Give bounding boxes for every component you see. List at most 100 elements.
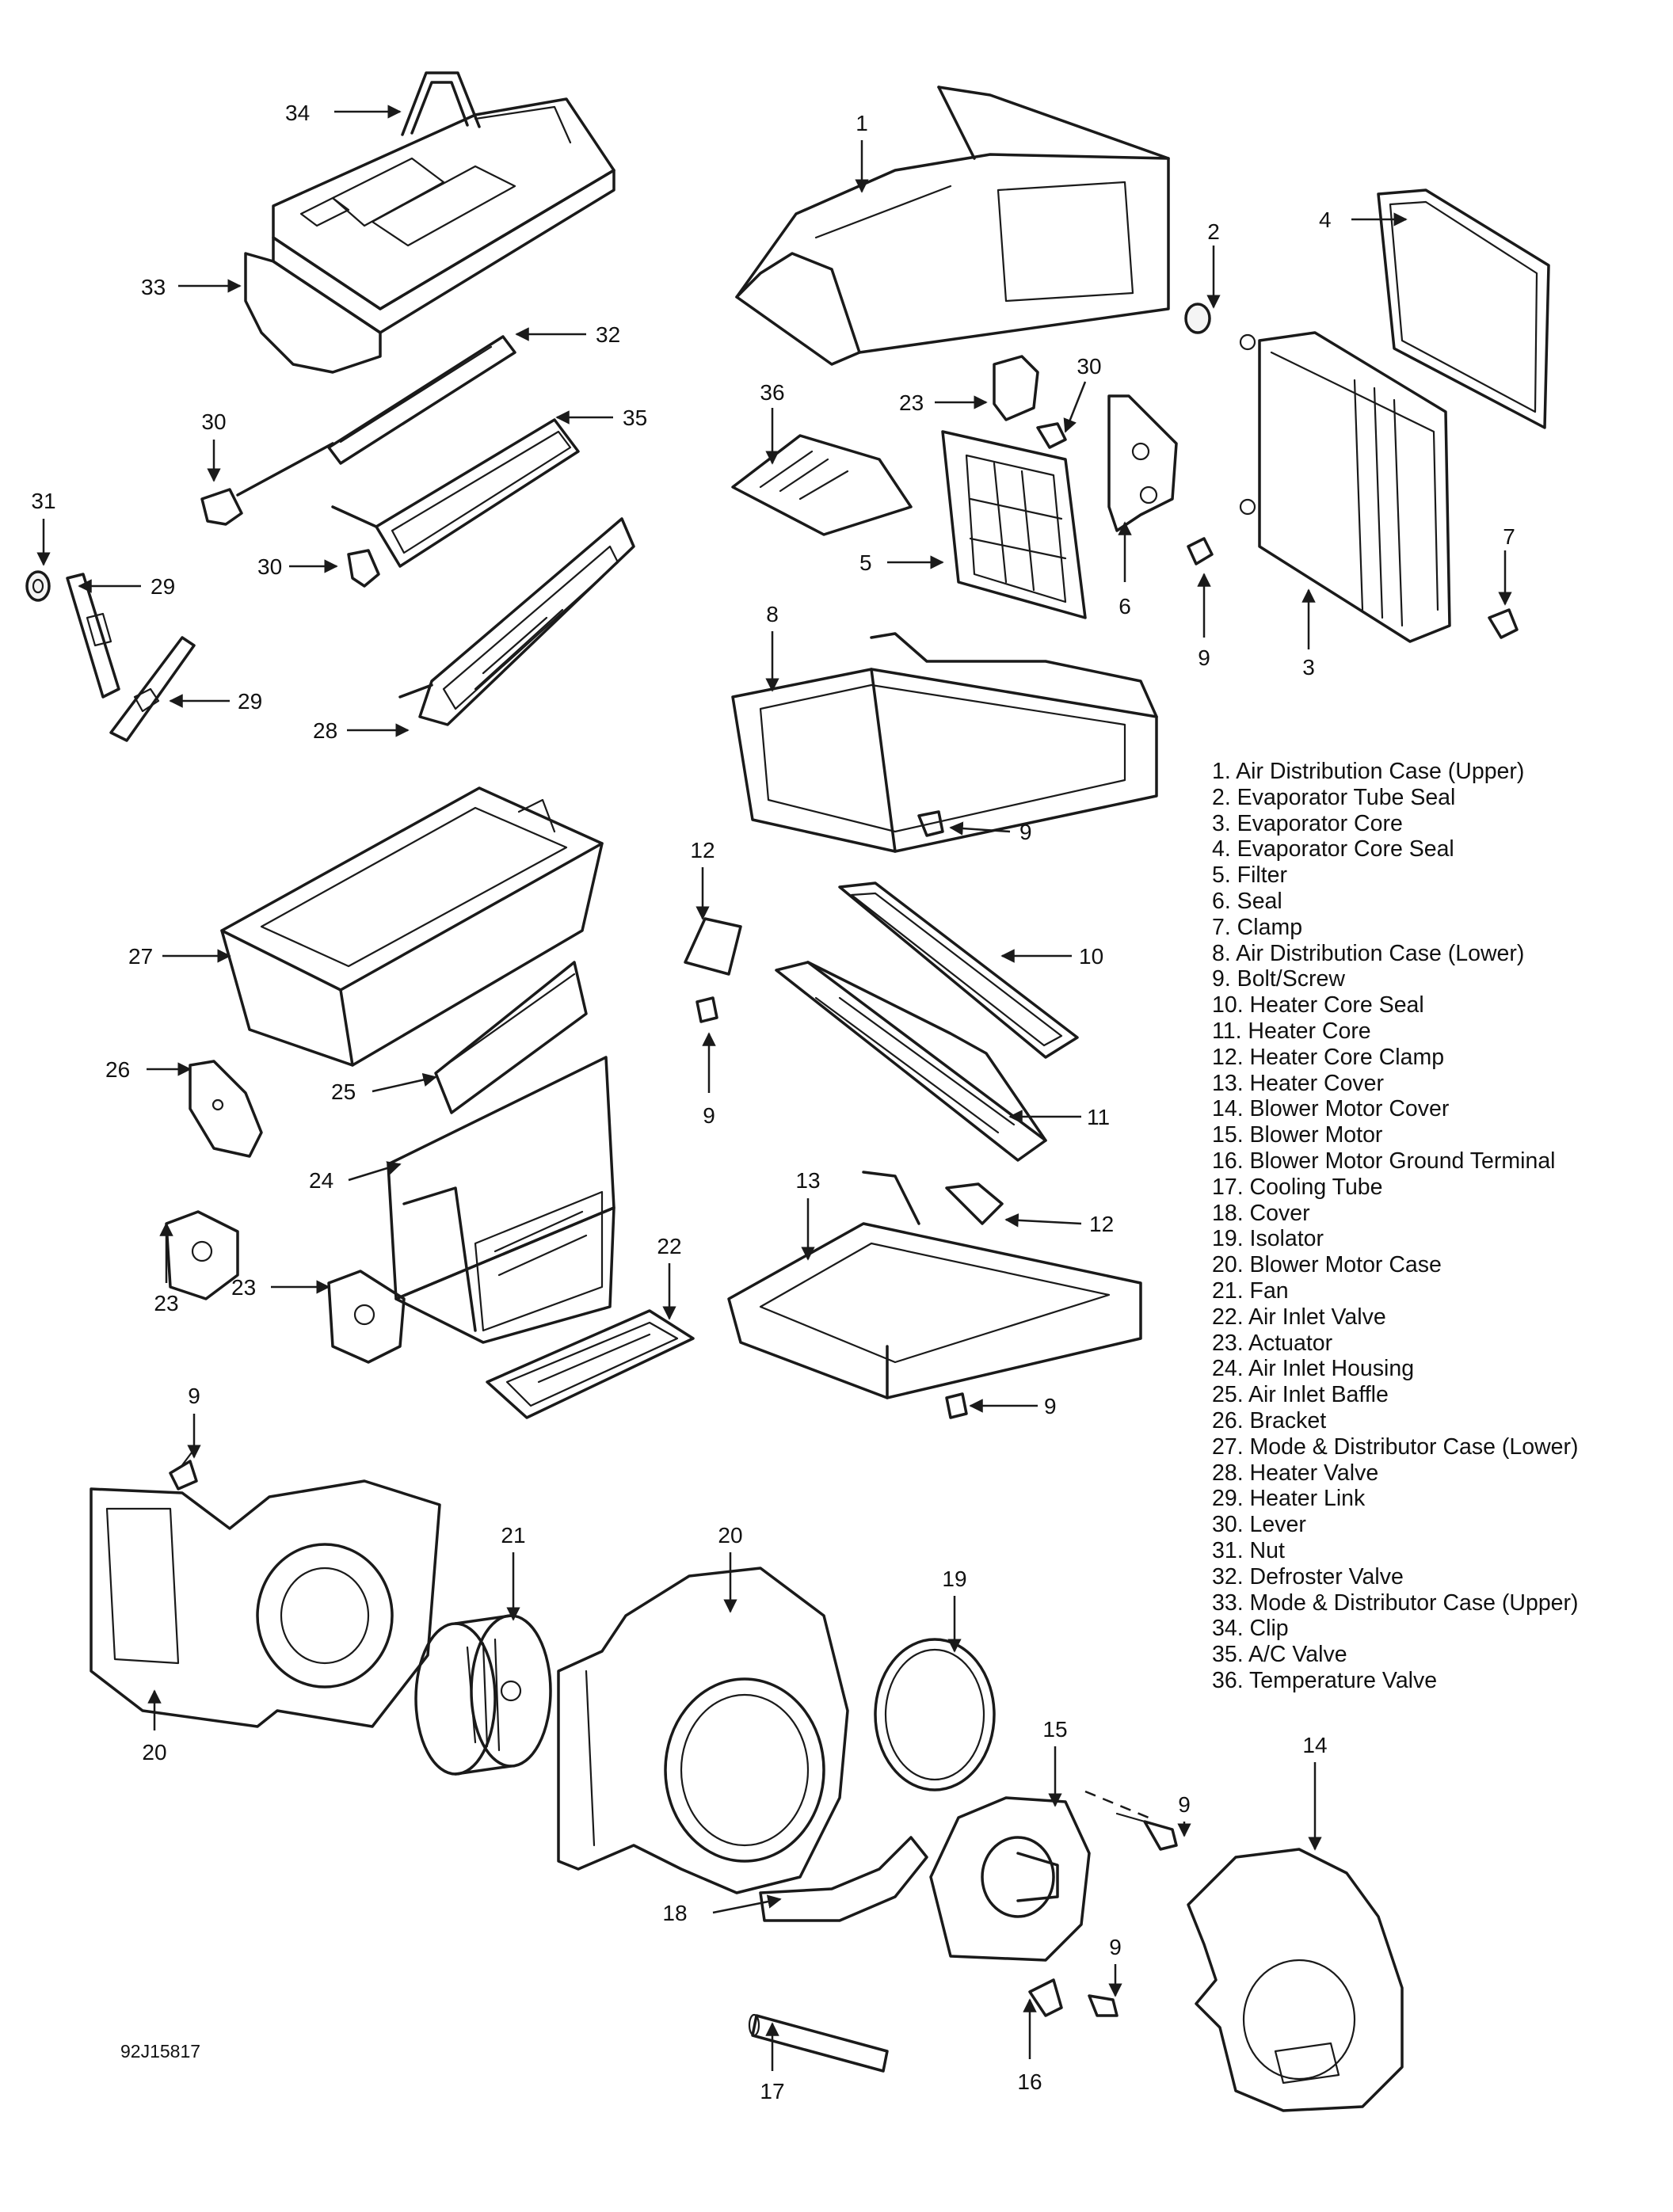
callout-23-upper: 23 <box>899 390 924 415</box>
callout-20-center: 20 <box>718 1523 742 1548</box>
legend-item: 23. Actuator <box>1212 1330 1333 1356</box>
part-29-heater-link-upper <box>66 573 120 699</box>
callout-31: 31 <box>31 489 55 513</box>
callout-26: 26 <box>105 1057 130 1082</box>
callout-30-left-lower: 30 <box>257 554 282 579</box>
callout-27: 27 <box>128 944 153 969</box>
callout-12-upper: 12 <box>690 838 715 862</box>
part-9-bolt-lower-center <box>945 1392 968 1419</box>
callout-29-lower: 29 <box>238 689 262 714</box>
legend-item: 11. Heater Core <box>1212 1018 1371 1044</box>
legend-item: 34. Clip <box>1212 1616 1289 1642</box>
part-21-fan <box>414 1614 552 1776</box>
part-7-clamp <box>1488 608 1519 639</box>
callout-34: 34 <box>285 101 310 125</box>
callout-23-left: 23 <box>154 1291 178 1315</box>
part-30-lever-lower <box>347 549 380 588</box>
legend-item: 21. Fan <box>1212 1277 1289 1304</box>
legend-item: 14. Blower Motor Cover <box>1212 1096 1450 1122</box>
figure-code: 92J15817 <box>120 2041 201 2062</box>
legend-item: 13. Heater Cover <box>1212 1070 1385 1096</box>
part-28-heater-valve <box>398 517 635 726</box>
callout-33: 33 <box>141 275 166 299</box>
legend-item: 24. Air Inlet Housing <box>1212 1356 1415 1382</box>
legend-item: 26. Bracket <box>1212 1407 1327 1433</box>
callout-21: 21 <box>501 1523 525 1548</box>
callout-numbers: 34 1 2 4 33 32 35 30 31 29 30 29 28 36 2… <box>31 101 1515 2103</box>
part-9-bolt-left <box>169 1448 198 1491</box>
part-9-bolt-lower-right-b <box>1088 1994 1119 2017</box>
legend-item: 19. Isolator <box>1212 1226 1324 1252</box>
legend-item: 22. Air Inlet Valve <box>1212 1304 1386 1330</box>
part-18-cover <box>759 1836 928 1922</box>
part-22-air-inlet-valve <box>486 1309 695 1419</box>
part-1-air-distribution-case-upper <box>735 86 1170 366</box>
part-23-actuator-upper <box>993 355 1039 421</box>
callout-3: 3 <box>1302 655 1315 680</box>
part-32-defroster-valve <box>236 335 516 497</box>
part-20-blower-motor-case-left <box>90 1479 441 1728</box>
callout-17: 17 <box>760 2079 784 2103</box>
part-6-seal <box>1107 394 1178 532</box>
callout-9-center: 9 <box>703 1103 715 1128</box>
legend-item: 1. Air Distribution Case (Upper) <box>1212 759 1525 784</box>
callout-28: 28 <box>313 718 337 743</box>
part-14-blower-motor-cover <box>1187 1848 1404 2112</box>
part-30-lever-upper <box>200 488 243 526</box>
callout-15: 15 <box>1042 1717 1067 1742</box>
part-2-evaporator-tube-seal <box>1184 303 1211 334</box>
part-13-heater-cover <box>727 1171 1142 1399</box>
callout-4: 4 <box>1319 207 1332 232</box>
part-3-evaporator-core <box>1239 331 1451 643</box>
part-26-bracket <box>189 1060 263 1158</box>
legend-item: 31. Nut <box>1212 1537 1285 1563</box>
part-24-air-inlet-housing <box>387 1056 615 1344</box>
legend-item: 18. Cover <box>1212 1200 1310 1226</box>
callout-23-lower: 23 <box>231 1275 256 1300</box>
legend-item: 27. Mode & Distributor Case (Lower) <box>1212 1433 1579 1460</box>
part-12-heater-core-clamp-upper <box>684 917 742 976</box>
part-9-bolt-lower-right-a <box>1115 1812 1178 1851</box>
legend-item: 3. Evaporator Core <box>1212 810 1403 836</box>
callout-9-near-lower-case: 9 <box>1019 820 1032 844</box>
legend-item: 2. Evaporator Tube Seal <box>1212 784 1456 810</box>
callout-9-near-seal: 9 <box>1198 645 1210 670</box>
callout-19: 19 <box>942 1567 966 1591</box>
callout-29-upper: 29 <box>151 574 175 599</box>
callout-36: 36 <box>760 380 784 405</box>
part-29-heater-link-lower <box>109 636 196 742</box>
legend-item: 25. Air Inlet Baffle <box>1212 1382 1389 1408</box>
legend-item: 5. Filter <box>1212 862 1288 889</box>
callout-25: 25 <box>331 1079 356 1104</box>
legend-item: 33. Mode & Distributor Case (Upper) <box>1212 1590 1579 1616</box>
legend-item: 32. Defroster Valve <box>1212 1563 1404 1590</box>
part-5-filter <box>941 430 1087 619</box>
part-20-blower-motor-case-center <box>557 1567 849 1894</box>
legend-item: 6. Seal <box>1212 888 1282 914</box>
callout-2: 2 <box>1207 219 1220 244</box>
part-36-temperature-valve <box>731 434 913 536</box>
callout-11: 11 <box>1087 1105 1110 1129</box>
callout-9-lower-center: 9 <box>1044 1394 1057 1418</box>
callout-9-lower-right-a: 9 <box>1178 1792 1191 1817</box>
callout-22: 22 <box>657 1234 681 1258</box>
callout-32: 32 <box>596 322 620 347</box>
callout-18: 18 <box>662 1901 687 1925</box>
callout-6: 6 <box>1119 594 1131 619</box>
part-34-clip <box>401 71 481 136</box>
part-12-heater-core-clamp-lower <box>945 1182 1004 1225</box>
part-33-mode-distributor-case-upper <box>244 97 615 374</box>
legend-item: 9. Bolt/Screw <box>1212 966 1345 992</box>
callout-8: 8 <box>766 602 779 626</box>
part-10-heater-core-seal <box>838 881 1079 1059</box>
callout-10: 10 <box>1079 944 1103 969</box>
part-15-blower-motor <box>929 1796 1091 1962</box>
part-16-ground-terminal <box>1028 1978 1063 2017</box>
callout-1: 1 <box>856 111 868 135</box>
legend-item: 36. Temperature Valve <box>1212 1667 1438 1693</box>
legend-item: 15. Blower Motor <box>1212 1122 1383 1148</box>
part-23-actuator-left <box>165 1210 239 1300</box>
callout-9-left: 9 <box>188 1384 200 1408</box>
callout-7: 7 <box>1503 524 1515 549</box>
